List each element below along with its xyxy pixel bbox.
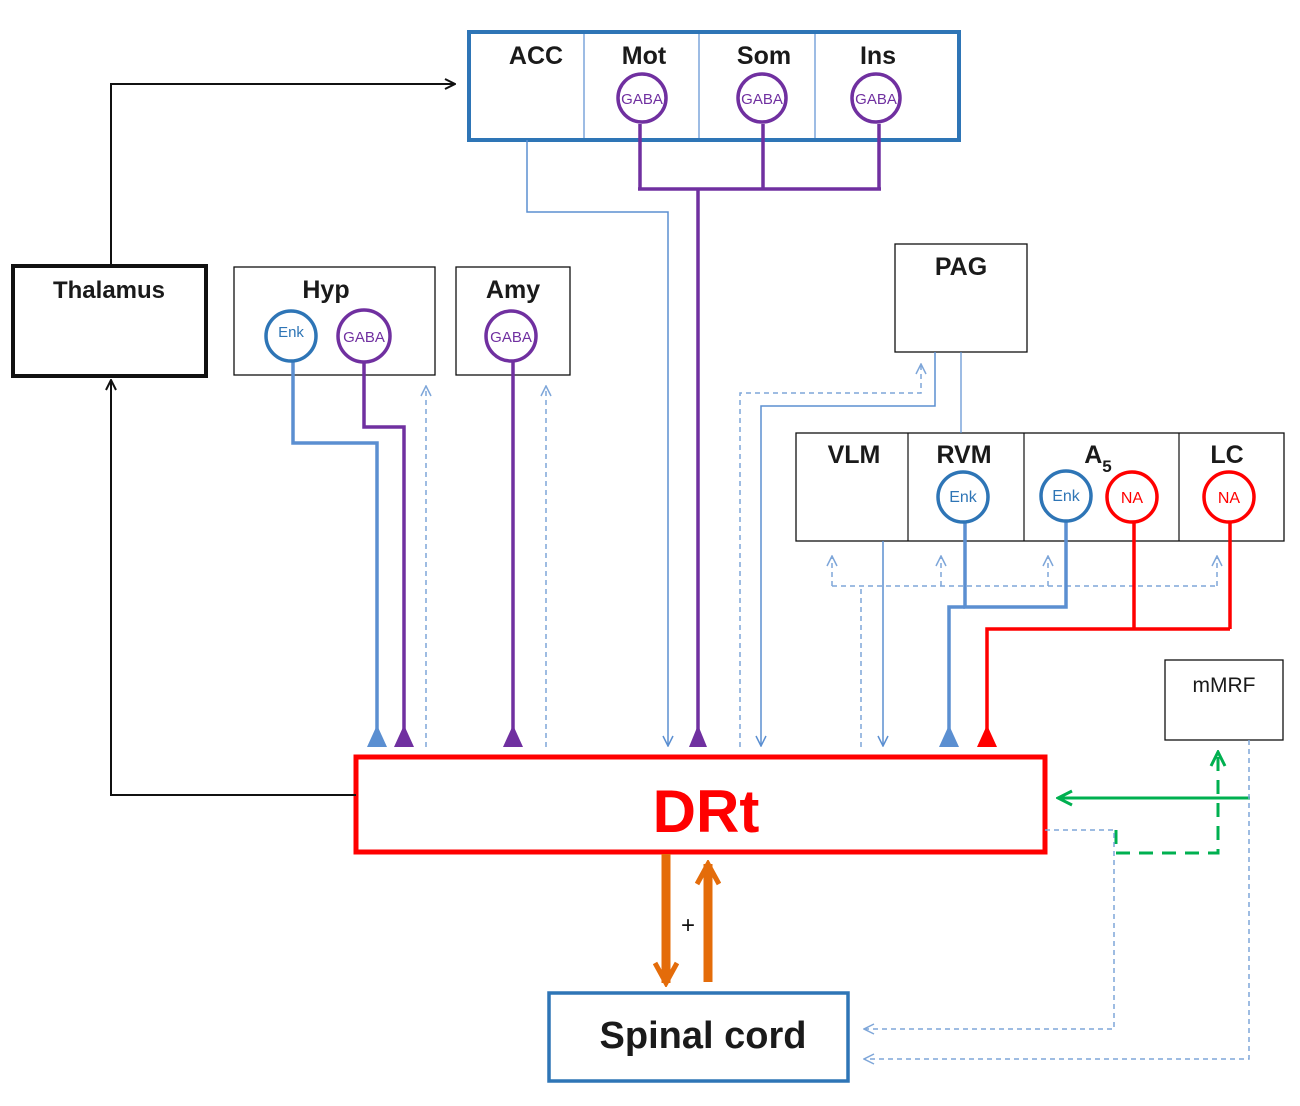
spinal-cord-label: Spinal cord: [600, 1015, 807, 1057]
pag-to-drt-path: [761, 352, 936, 746]
thalamus-label: Thalamus: [53, 277, 165, 304]
hyp-enk-terminal: [367, 725, 387, 747]
drt-to-brainstem-dashed: [832, 556, 1217, 747]
cortex-gaba-terminal: [689, 725, 707, 747]
acc-to-drt-path: [526, 140, 668, 746]
amy-gaba-terminal: [503, 725, 523, 747]
som-gaba-label: GABA: [741, 91, 783, 108]
drt-to-spinal-dashed: [864, 829, 1115, 1029]
mmrf-to-spinal-dashed: [864, 740, 1250, 1059]
som-gaba-neuron: GABA: [736, 72, 788, 124]
brainstem-box: VLM RVM A5 LC: [795, 432, 1285, 542]
drt-to-thalamus-path: [111, 380, 356, 796]
hyp-box: Hyp: [233, 266, 436, 376]
a5-enk-neuron: Enk: [1039, 469, 1093, 523]
lc-label: LC: [1210, 441, 1243, 469]
hyp-gaba-terminal: [394, 725, 414, 747]
thalamus-to-cortex-path: [110, 84, 455, 266]
brainstem-na-terminal: [977, 725, 997, 747]
rvm-enk-label: Enk: [949, 489, 978, 506]
thalamus-box: Thalamus: [11, 264, 208, 378]
brainstem-na-projection: [985, 520, 1232, 730]
rvm-enk-neuron: Enk: [936, 470, 990, 524]
hyp-gaba-projection: [362, 360, 406, 730]
facilitation-plus-label: +: [681, 912, 695, 939]
hyp-enk-label: Enk: [278, 324, 304, 341]
drt-box: DRt: [353, 754, 1048, 855]
drt-label: DRt: [653, 778, 760, 845]
hyp-gaba-neuron: GABA: [336, 308, 392, 364]
a5-label: A5: [1084, 441, 1112, 476]
cortex-gaba-projection: [638, 124, 881, 730]
mmrf-box: mMRF: [1164, 659, 1284, 741]
a5-enk-label: Enk: [1052, 488, 1081, 505]
pag-box: PAG: [894, 243, 1028, 353]
mot-gaba-label: GABA: [621, 91, 663, 108]
a5-na-neuron: NA: [1105, 470, 1159, 524]
lc-na-neuron: NA: [1202, 470, 1256, 524]
hyp-label: Hyp: [302, 276, 349, 304]
brainstem-enk-terminal: [939, 725, 959, 747]
amy-gaba-neuron: GABA: [484, 309, 538, 363]
drt-to-pag-dashed: [739, 364, 921, 747]
hyp-enk-neuron: Enk: [264, 309, 318, 363]
amy-gaba-label: GABA: [490, 329, 532, 346]
mot-label: Mot: [622, 42, 667, 70]
lc-na-label: NA: [1218, 490, 1241, 507]
drt-to-mmrf-dashed: [1114, 752, 1218, 855]
mmrf-label: mMRF: [1193, 674, 1256, 697]
som-label: Som: [737, 42, 791, 70]
rvm-label: RVM: [936, 441, 991, 469]
hyp-enk-projection: [291, 360, 379, 730]
hyp-gaba-label: GABA: [343, 329, 385, 346]
amy-label: Amy: [486, 276, 540, 304]
pag-label: PAG: [935, 253, 987, 281]
vlm-label: VLM: [828, 441, 881, 469]
mot-gaba-neuron: GABA: [616, 72, 668, 124]
acc-label: ACC: [509, 42, 563, 70]
a5-na-label: NA: [1121, 490, 1144, 507]
ins-gaba-neuron: GABA: [850, 72, 902, 124]
brainstem-enk-projection: [947, 520, 1068, 730]
spinal-cord-box: Spinal cord: [547, 991, 850, 1083]
ins-label: Ins: [860, 42, 896, 70]
ins-gaba-label: GABA: [855, 91, 897, 108]
